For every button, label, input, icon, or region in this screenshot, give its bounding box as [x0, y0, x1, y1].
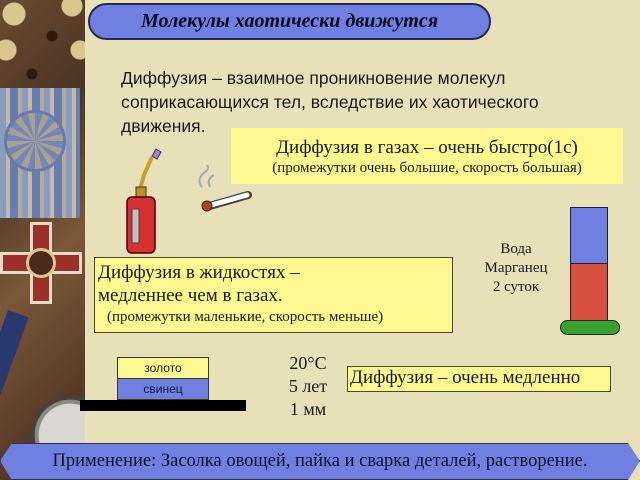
gold-layer: золото: [117, 357, 209, 379]
blue-strap: [0, 310, 29, 459]
water-label: Вода: [500, 241, 532, 257]
cylinder-manganese-layer: [570, 263, 608, 323]
solid-conditions: 20°С 5 лет 1 мм: [283, 352, 333, 421]
cigarette-smoke-icon: [198, 165, 252, 212]
cylinder-base: [560, 320, 620, 335]
decorative-photo-medals: [0, 0, 85, 480]
liquid-diffusion-box: Диффузия в жидкостях – медленнее чем в г…: [94, 257, 453, 333]
gas-diffusion-box: Диффузия в газах – очень быстро(1с) (про…: [230, 127, 624, 185]
cylinder-water-layer: [570, 207, 608, 264]
page-title: Молекулы хаотически движутся: [88, 3, 491, 40]
gas-diffusion-note: (промежутки очень большие, скорость боль…: [272, 160, 582, 176]
time-value: 5 лет: [288, 376, 328, 396]
diffusion-definition: Диффузия – взаимное проникновение молеку…: [121, 68, 539, 136]
gas-torch-icon: [126, 148, 162, 254]
order-cross-icon: [0, 222, 82, 304]
depth-value: 1 мм: [289, 399, 327, 419]
base-plate: [80, 400, 246, 411]
liquid-diffusion-line2: медленнее чем в газах.: [98, 285, 283, 306]
liquid-experiment-label: Вода Марганец 2 суток: [478, 240, 554, 297]
lead-layer: свинец: [117, 378, 209, 400]
gas-diffusion-title: Диффузия в газах – очень быстро(1с): [276, 137, 578, 158]
applications-banner: Применение: Засолка овощей, пайка и свар…: [0, 443, 640, 480]
medal-rosette: [4, 110, 66, 172]
solid-diffusion-box: Диффузия – очень медленно: [347, 366, 611, 392]
temperature-value: 20°С: [289, 353, 327, 373]
liquid-diffusion-line1: Диффузия в жидкостях –: [98, 262, 300, 283]
liquid-diffusion-note: (промежутки маленькие, скорость меньше): [107, 309, 384, 325]
manganese-label: Марганец: [484, 260, 548, 276]
duration-label: 2 суток: [492, 279, 540, 295]
